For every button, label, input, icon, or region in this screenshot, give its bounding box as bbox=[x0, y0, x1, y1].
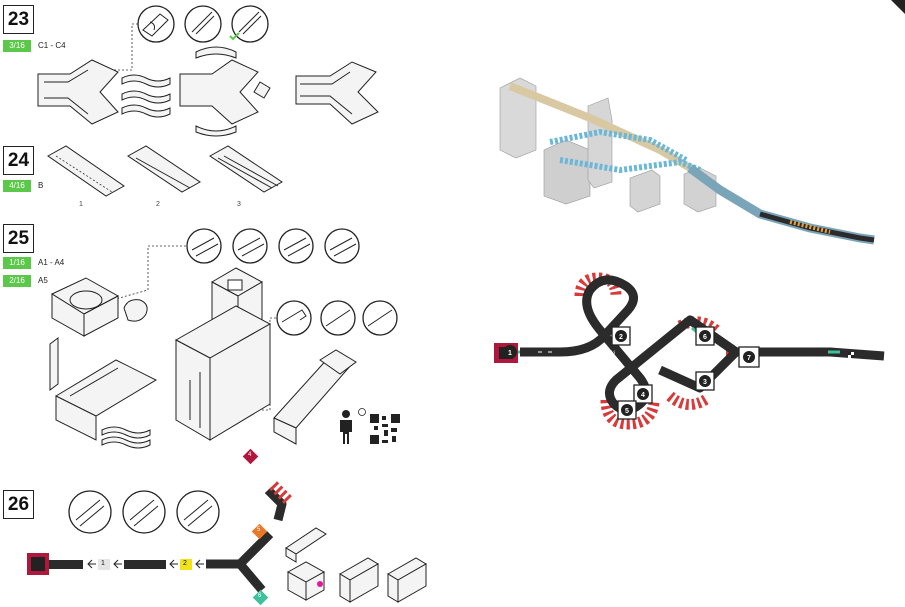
checkpoint-3-label: 3 bbox=[703, 379, 707, 386]
y-junction-exploded bbox=[179, 46, 271, 137]
step-24-count-tag: 4/16 bbox=[3, 180, 31, 192]
track-label-2 bbox=[180, 559, 192, 570]
track-label-1 bbox=[98, 559, 110, 570]
channel-part bbox=[285, 527, 327, 563]
detail-circle bbox=[232, 228, 268, 264]
logo-text: Playtoki bbox=[594, 351, 616, 357]
connector-pieces bbox=[101, 426, 151, 449]
step-23-count-tag: 3/16 bbox=[3, 40, 31, 52]
step-24-piece-2-label: 2 bbox=[156, 201, 160, 208]
checkpoint-6 bbox=[695, 326, 715, 346]
detail-circle bbox=[68, 490, 112, 534]
bridge-support-part bbox=[339, 557, 379, 603]
bridge-support-part bbox=[387, 557, 427, 603]
tower-assembly bbox=[174, 267, 272, 441]
straight-track bbox=[124, 560, 166, 569]
blob-part bbox=[123, 299, 148, 322]
step-25-parts-label-b: A5 bbox=[38, 276, 48, 285]
checkpoint-3 bbox=[695, 371, 715, 391]
detail-circle bbox=[324, 228, 360, 264]
step-25-number: 25 bbox=[3, 224, 34, 253]
detail-circle bbox=[278, 228, 314, 264]
track-label-1-text: 1 bbox=[101, 560, 105, 567]
step-23-parts-label: C1 - C4 bbox=[38, 41, 66, 50]
kerb bbox=[268, 480, 292, 504]
diamond-6-text: 6 bbox=[258, 593, 262, 599]
diamond-4-text: 4 bbox=[248, 452, 252, 458]
step-24-piece-3-label: 3 bbox=[237, 201, 241, 208]
person-icon bbox=[340, 408, 366, 444]
step-25-count-tag-b: 2/16 bbox=[3, 275, 31, 287]
detail-circle bbox=[184, 5, 222, 43]
step-23-number: 23 bbox=[3, 5, 34, 34]
track-render bbox=[508, 82, 875, 245]
straight-track-piece bbox=[47, 145, 125, 197]
diamond-5-text: 5 bbox=[257, 527, 261, 533]
diamond-tag-4 bbox=[242, 448, 259, 465]
checkpoint-1-label: 1 bbox=[508, 350, 512, 357]
y-junction-track bbox=[206, 530, 274, 593]
checkpoint-5-label: 5 bbox=[625, 408, 629, 415]
pillar-base-part bbox=[50, 277, 120, 337]
qr-code-icon bbox=[370, 414, 400, 444]
page-corner-mark bbox=[891, 0, 905, 14]
tower-render bbox=[499, 77, 717, 213]
checkpoint-2-label: 2 bbox=[619, 334, 623, 341]
arrow-icon bbox=[195, 559, 204, 569]
assembly-drawings bbox=[27, 5, 427, 606]
check-icon bbox=[229, 32, 240, 41]
checkered-flag-icon bbox=[848, 352, 854, 358]
small-box-part bbox=[286, 561, 326, 601]
arrow-icon bbox=[169, 559, 178, 569]
ramp-part bbox=[54, 359, 158, 441]
detail-circle bbox=[122, 490, 166, 534]
checkpoint-2 bbox=[611, 326, 631, 346]
detail-circle bbox=[186, 228, 222, 264]
step-25-count-tag-a: 1/16 bbox=[3, 257, 31, 269]
checkpoint-6-label: 6 bbox=[703, 334, 707, 341]
arrow-icon bbox=[87, 559, 96, 569]
checkpoint-5 bbox=[617, 400, 637, 420]
checkpoint-4-label: 4 bbox=[641, 392, 645, 399]
checkpoint-7-label: 7 bbox=[747, 355, 751, 362]
straight-track-piece bbox=[209, 145, 283, 193]
track-main bbox=[520, 275, 885, 415]
detail-circle bbox=[231, 5, 269, 43]
connector-pieces bbox=[121, 74, 171, 118]
ramp-assembly bbox=[273, 349, 357, 445]
side-panel-part bbox=[49, 337, 59, 391]
step-25-parts-label-a: A1 - A4 bbox=[38, 258, 65, 267]
step-24-piece-1-label: 1 bbox=[79, 201, 83, 208]
arrow-icon bbox=[113, 559, 122, 569]
y-junction-finished bbox=[295, 61, 379, 125]
step-26-number: 26 bbox=[3, 490, 34, 519]
detail-circle bbox=[276, 300, 312, 336]
straight-track-piece bbox=[127, 145, 201, 193]
start-gate bbox=[27, 553, 83, 575]
step-24-number: 24 bbox=[3, 146, 34, 175]
checkpoint-4 bbox=[633, 384, 653, 404]
curve-track bbox=[264, 486, 287, 522]
checkpoint-1 bbox=[503, 345, 517, 359]
checkpoint-7 bbox=[738, 346, 760, 368]
track-label-2-text: 2 bbox=[183, 560, 187, 567]
step-24-parts-label: B bbox=[38, 181, 44, 190]
detail-circle bbox=[176, 490, 220, 534]
y-junction-part bbox=[37, 59, 119, 125]
